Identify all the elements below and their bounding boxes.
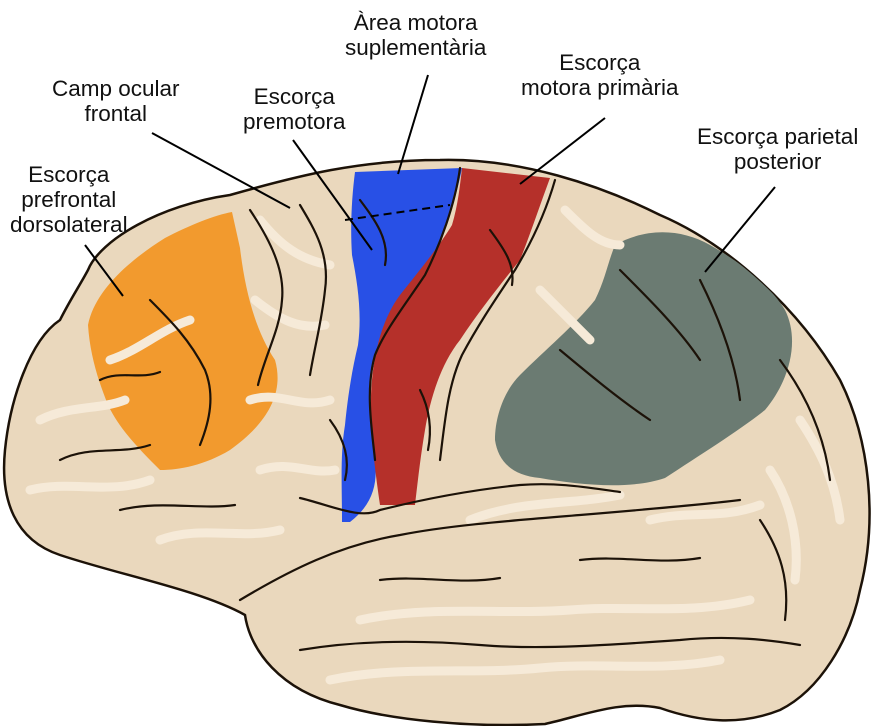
- label-supplementary-motor-area: Àrea motora suplementària: [345, 10, 486, 60]
- label-premotor-cortex: Escorça premotora: [243, 84, 346, 134]
- label-primary-motor-cortex: Escorça motora primària: [521, 50, 679, 100]
- pointer-primary-motor: [520, 118, 605, 184]
- label-posterior-parietal-cortex: Escorça parietal posterior: [697, 124, 858, 174]
- label-frontal-eye-field: Camp ocular frontal: [52, 76, 180, 126]
- pointer-posterior-parietal: [705, 187, 775, 272]
- label-dorsolateral-prefrontal-cortex: Escorça prefrontal dorsolateral: [10, 162, 128, 237]
